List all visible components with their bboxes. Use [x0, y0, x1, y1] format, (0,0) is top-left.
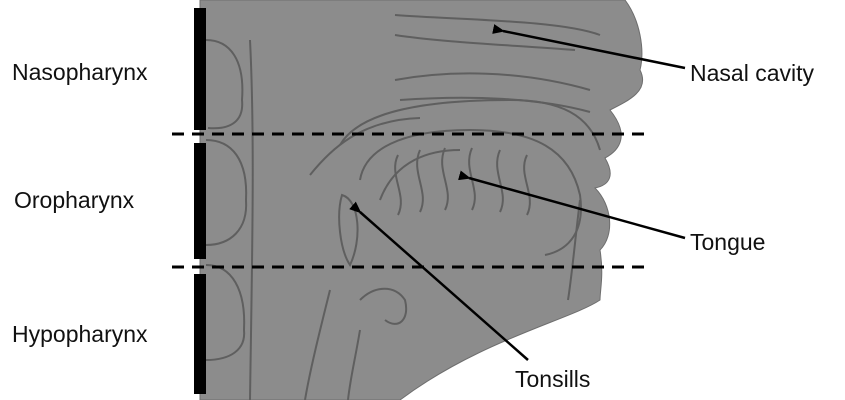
- structure-label-tonsils: Tonsills: [515, 366, 590, 392]
- nasopharynx-bar: [194, 8, 206, 130]
- region-label-oropharynx: Oropharynx: [14, 187, 135, 213]
- hypopharynx-bar: [194, 274, 206, 394]
- head-silhouette: [200, 0, 643, 400]
- oropharynx-bar: [194, 143, 206, 259]
- region-label-nasopharynx: Nasopharynx: [12, 59, 148, 85]
- region-label-hypopharynx: Hypopharynx: [12, 321, 148, 347]
- structure-label-tongue: Tongue: [690, 229, 765, 255]
- structure-label-nasal-cavity: Nasal cavity: [690, 60, 814, 86]
